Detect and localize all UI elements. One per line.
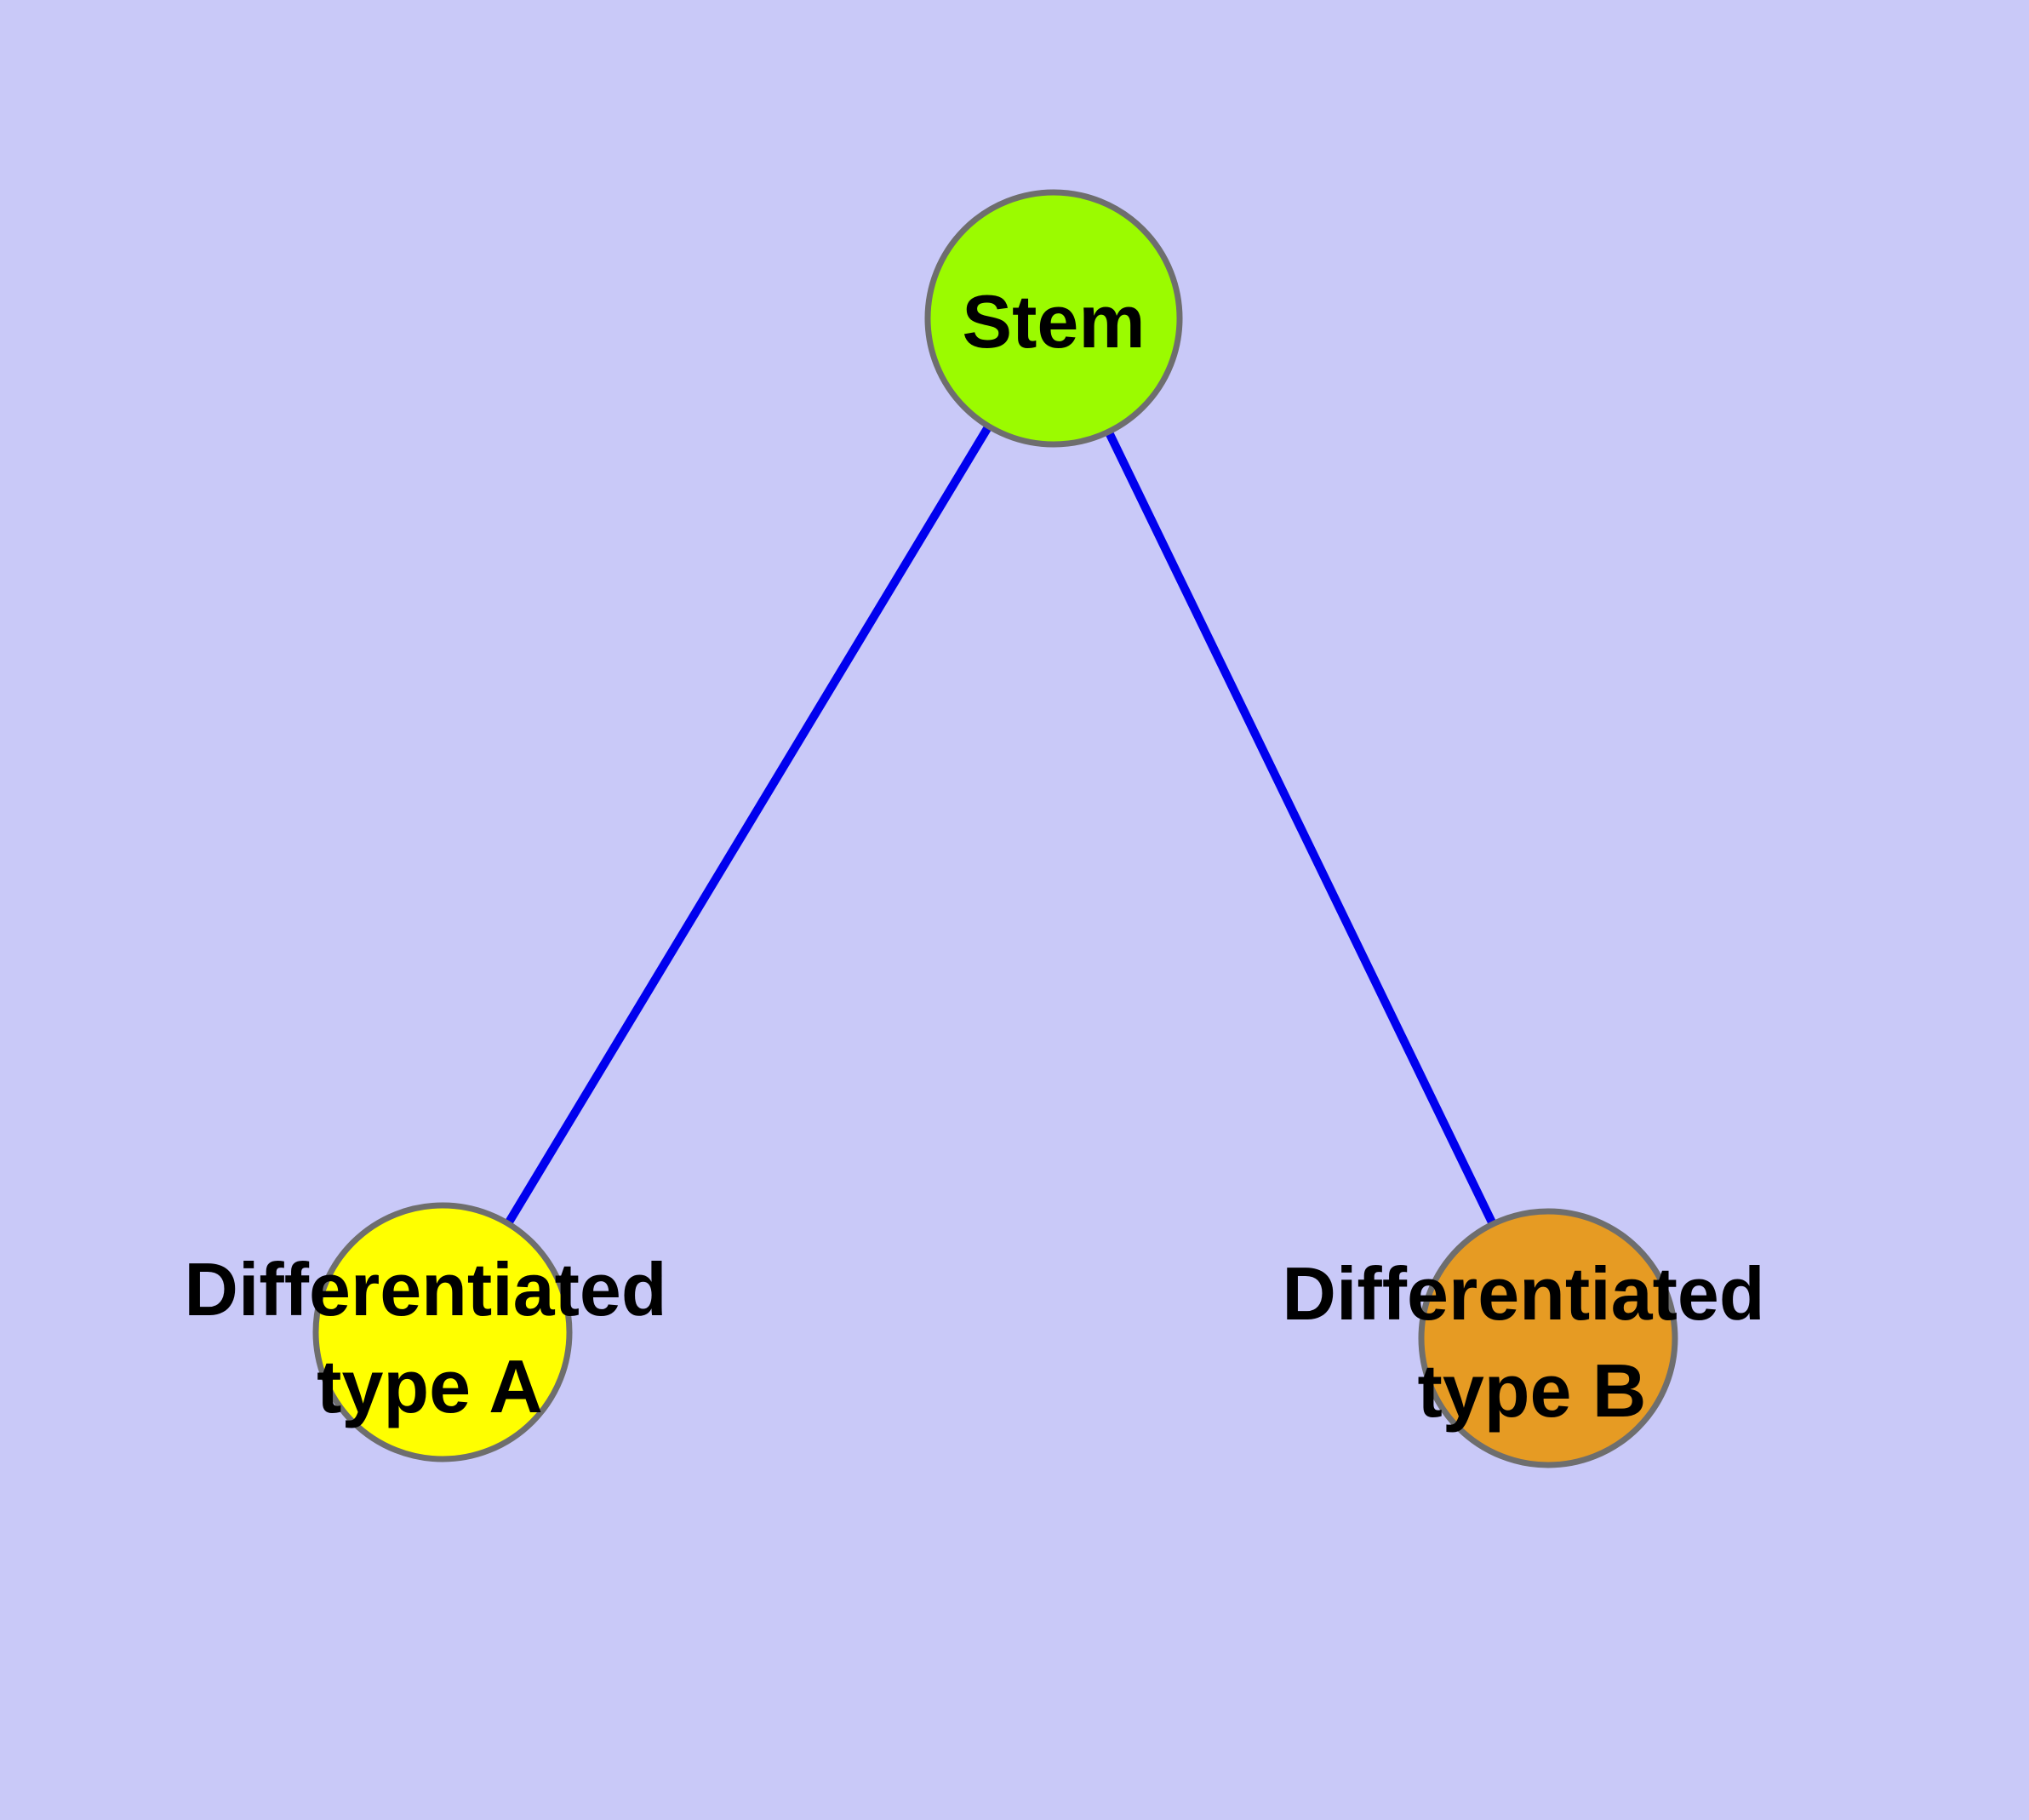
node-type-b-label-line1: Differentiated [1282, 1251, 1764, 1336]
node-type-b-label-line2: type B [1418, 1348, 1647, 1433]
edge-stem-to-type-b [1049, 316, 1552, 1341]
node-stem [924, 189, 1183, 448]
node-type-a-label-line1: Differentiated [184, 1247, 666, 1331]
node-stem-label: Stem [962, 279, 1145, 363]
node-differentiated-type-b [1418, 1208, 1678, 1468]
edge-stem-to-type-a [438, 316, 1058, 1335]
node-type-a-label-line2: type A [317, 1344, 543, 1428]
node-differentiated-type-a [312, 1202, 573, 1462]
